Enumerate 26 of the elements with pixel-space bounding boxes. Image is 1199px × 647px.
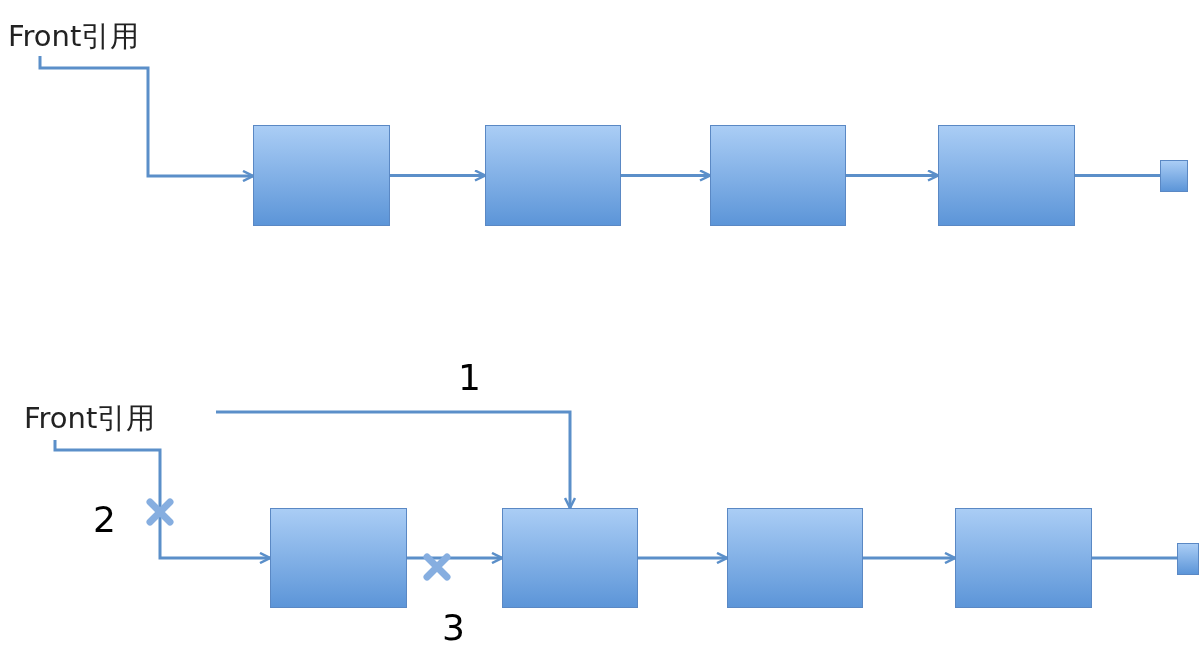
list-node-box [727, 508, 863, 608]
list-node-box [502, 508, 638, 608]
reference-label: Front引用 [24, 398, 216, 440]
step-number: 2 [93, 502, 116, 538]
list-node-box [710, 125, 846, 226]
arrow [216, 410, 577, 510]
connector-line [1092, 556, 1177, 560]
null-terminator-box [1177, 543, 1199, 575]
step-number: 3 [442, 610, 465, 646]
reference-label: Front引用 [8, 18, 198, 56]
list-node-box [955, 508, 1092, 608]
arrow [621, 169, 712, 182]
arrow [390, 169, 487, 182]
arrow [38, 56, 255, 183]
arrow [53, 440, 272, 565]
null-terminator-box [1160, 160, 1188, 192]
step-number: 1 [458, 360, 481, 396]
arrow [863, 551, 957, 565]
list-node-box [938, 125, 1075, 226]
arrow [638, 551, 729, 565]
connector-line [1075, 174, 1160, 177]
list-node-box [253, 125, 390, 226]
list-node-box [485, 125, 621, 226]
list-node-box [270, 508, 407, 608]
arrow [846, 169, 940, 182]
arrow [407, 551, 504, 565]
